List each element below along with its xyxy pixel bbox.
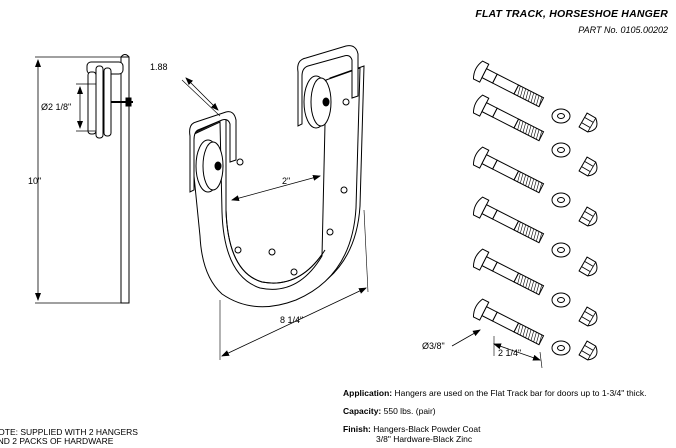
finish-text-1: Hangers-Black Powder Coat [373,424,481,434]
application-spec: Application: Hangers are used on the Fla… [343,388,647,398]
left-bracket [189,111,237,193]
bolt-dia-leader [451,329,481,347]
note-line-1: NOTE: SUPPLIED WITH 2 HANGERS [0,427,138,437]
depth-dimension-line [185,77,219,111]
application-label: Application: [343,388,393,398]
outer-width-dimension-line [221,287,367,357]
depth-label: 1.88 [150,62,168,72]
finish-label: Finish: [343,424,371,434]
wheel-dia-label: Ø2 1/8" [41,102,71,112]
acorn-nut [578,256,598,277]
bolt-length-label: 2 1/4" [498,348,521,358]
nut-group [578,112,598,361]
carriage-bolt [472,94,545,142]
height-label: 10" [28,176,41,186]
washer [551,192,571,208]
note-line-2: AND 2 PACKS OF HARDWARE [0,436,114,446]
capacity-spec: Capacity: 550 lbs. (pair) [343,406,436,416]
capacity-label: Capacity: [343,406,382,416]
washer [551,292,571,308]
drawing-title: FLAT TRACK, HORSESHOE HANGER [475,8,668,20]
part-number: PART No. 0105.00202 [578,25,668,35]
side-view [35,54,133,304]
acorn-nut [578,340,598,361]
outer-width-label: 8 1/4" [280,315,303,325]
application-text: Hangers are used on the Flat Track bar f… [394,388,647,398]
inner-width-label: 2" [282,176,290,186]
right-bracket [297,45,359,127]
carriage-bolt [472,60,545,108]
finish-spec: Finish: Hangers-Black Powder Coat [343,424,480,434]
supply-note: NOTE: SUPPLIED WITH 2 HANGERS AND 2 PACK… [0,428,138,446]
acorn-nut [578,206,598,227]
bolt-length-dimension-line [493,343,541,361]
bolt-dia-label: Ø3/8" [422,341,445,351]
inner-width-dimension-line [231,174,321,202]
axle-nut [125,97,132,107]
carriage-bolt [472,248,545,296]
mounting-holes [234,98,350,276]
wheel-edge-left [95,65,104,139]
acorn-nut [578,156,598,177]
capacity-text: 550 lbs. (pair) [383,406,436,416]
horseshoe-hanger [189,45,365,308]
acorn-nut [578,306,598,327]
bolt-group [472,60,545,346]
carriage-bolt [472,298,545,346]
washer [551,242,571,258]
finish-text-2: 3/8" Hardware-Black Zinc [376,434,473,444]
carriage-bolt [472,146,545,194]
carriage-bolt [472,196,545,244]
inner-cutout-edge [225,209,326,284]
wheel-edge-right [103,67,112,137]
acorn-nut [578,112,598,133]
side-plate [120,56,130,304]
washer-group [551,108,571,356]
washer [551,142,571,158]
washer [551,108,571,124]
washer [551,340,571,356]
